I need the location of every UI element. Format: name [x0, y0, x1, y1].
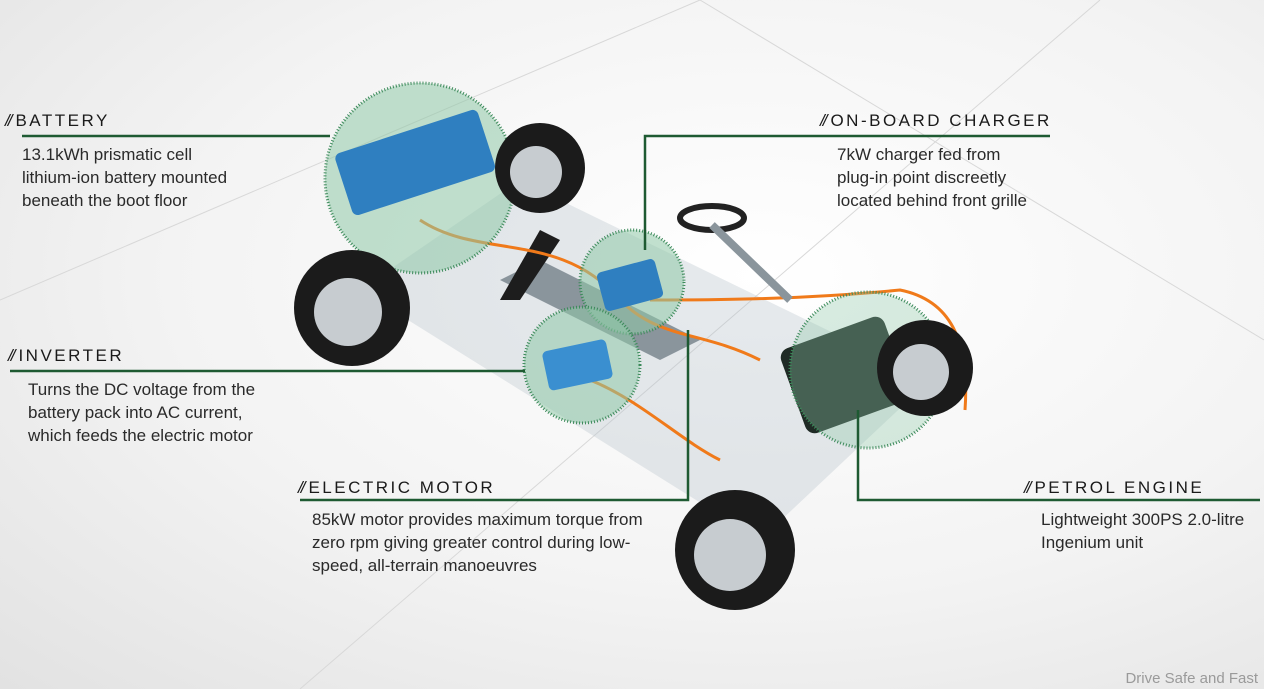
charger-desc-1: 7kW charger fed from [837, 145, 1001, 164]
charger-desc-3: located behind front grille [837, 191, 1027, 210]
engine-desc-1: Lightweight 300PS 2.0-litre [1041, 510, 1245, 529]
battery-desc-3: beneath the boot floor [22, 191, 188, 210]
motor-desc-1: 85kW motor provides maximum torque from [312, 510, 643, 529]
engine-block [780, 316, 910, 434]
slash-prefix: // [820, 111, 828, 130]
battery-pack [335, 109, 495, 216]
wheel-rear-left [294, 250, 410, 366]
callout-petrol-engine: //PETROL ENGINE Lightweight 300PS 2.0-li… [1024, 478, 1244, 554]
battery-desc-1: 13.1kWh prismatic cell [22, 145, 193, 164]
slash-prefix: // [298, 478, 306, 497]
charger-desc-2: plug-in point discreetly [837, 168, 1007, 187]
callout-electric-motor: //ELECTRIC MOTOR 85kW motor provides max… [298, 478, 643, 577]
wheel-front-right [877, 320, 973, 416]
inverter-unit [542, 339, 613, 391]
wheels [294, 123, 973, 610]
watermark: Drive Safe and Fast [1125, 670, 1258, 687]
wheel-rear-right [495, 123, 585, 213]
slash-prefix: // [5, 111, 13, 130]
battery-desc-2: lithium-ion battery mounted [22, 168, 228, 187]
callout-battery: //BATTERY 13.1kWh prismatic cell lithium… [5, 111, 227, 212]
charger-unit [596, 259, 664, 311]
battery-title: BATTERY [15, 111, 110, 130]
engine-desc-2: Ingenium unit [1041, 533, 1144, 552]
callout-charger: //ON-BOARD CHARGER 7kW charger fed from … [820, 111, 1052, 212]
callout-inverter: //INVERTER Turns the DC voltage from the… [8, 346, 255, 447]
wheel-front-left [675, 490, 795, 610]
inverter-desc-3: which feeds the electric motor [28, 426, 253, 445]
motor-desc-2: zero rpm giving greater control during l… [312, 533, 631, 552]
inverter-desc-1: Turns the DC voltage from the [28, 380, 256, 399]
slash-prefix: // [8, 346, 16, 365]
engine-title: PETROL ENGINE [1034, 478, 1205, 497]
motor-title: ELECTRIC MOTOR [308, 478, 496, 497]
motor-desc-3: speed, all-terrain manoeuvres [312, 556, 537, 575]
inverter-title: INVERTER [18, 346, 125, 365]
leader-lines [10, 134, 1260, 502]
charger-title: ON-BOARD CHARGER [830, 111, 1052, 130]
slash-prefix: // [1024, 478, 1032, 497]
inverter-desc-2: battery pack into AC current, [28, 403, 243, 422]
